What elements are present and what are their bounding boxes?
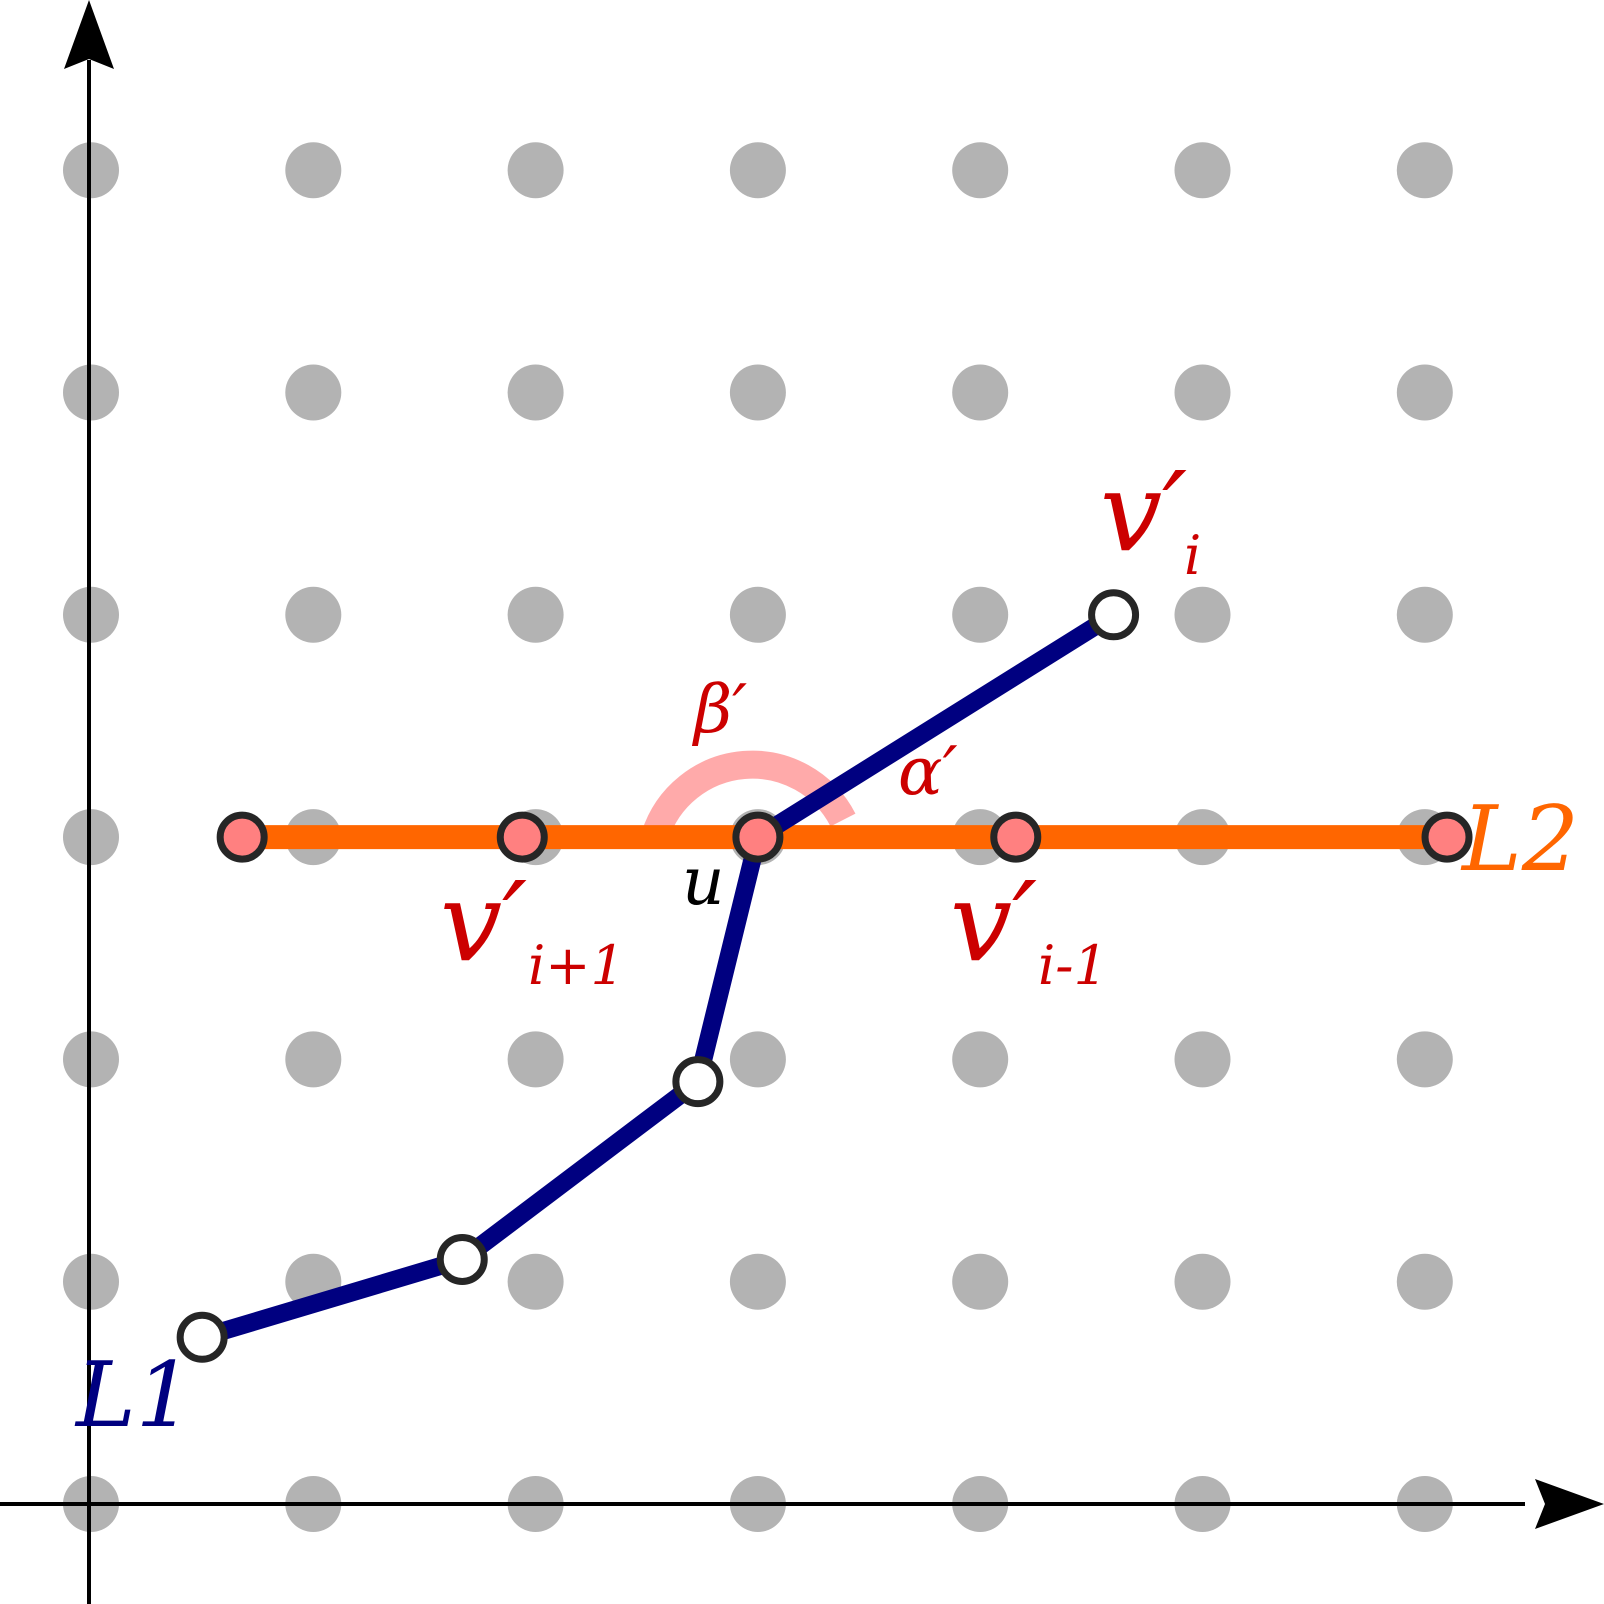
lattice-point (1396, 1253, 1453, 1310)
l2-vertex (732, 811, 784, 863)
lattice-point (1174, 364, 1231, 421)
label-u: u (682, 843, 725, 920)
polyline-vertices (176, 589, 1473, 1363)
l1-vertex (1088, 589, 1140, 641)
lattice-point (1396, 364, 1453, 421)
lattice-point (952, 586, 1009, 643)
lattice-point (729, 364, 786, 421)
label-beta: β′ (691, 671, 747, 748)
label-l1: L1 (74, 1343, 193, 1448)
lattice-point (507, 364, 564, 421)
lattice-point (952, 1031, 1009, 1088)
l2-vertex (216, 811, 268, 863)
label-v-i-minus-1: v′ i-1 (950, 858, 1108, 997)
lattice-point (507, 1031, 564, 1088)
lattice-point (952, 142, 1009, 199)
y-axis-arrow-icon (64, 0, 114, 69)
lattice-point (1174, 1253, 1231, 1310)
lattice-point (729, 142, 786, 199)
l1-vertex (436, 1233, 488, 1285)
label-v-i-minus-1-subscript: i-1 (1038, 934, 1108, 997)
label-l2: L2 (1460, 787, 1579, 892)
lattice-point (1396, 142, 1453, 199)
lattice-point (507, 1253, 564, 1310)
lattice-point (729, 586, 786, 643)
l2-vertex (990, 811, 1042, 863)
lattice-point (285, 142, 342, 199)
lattice-point (507, 142, 564, 199)
lattice-point (285, 364, 342, 421)
lattice-point (729, 1031, 786, 1088)
lattice-point (1396, 586, 1453, 643)
lattice-point (1174, 1031, 1231, 1088)
label-v-i-plus-1-main: v′ (440, 858, 527, 986)
label-v-i-minus-1-main: v′ (950, 858, 1037, 986)
l2-vertex (1421, 811, 1473, 863)
lattice-point (285, 1031, 342, 1088)
l1-vertex (176, 1311, 228, 1363)
l1-vertex (672, 1056, 724, 1108)
label-v-i-subscript: i (1184, 524, 1201, 587)
lattice-point (952, 364, 1009, 421)
label-alpha: α′ (898, 733, 958, 810)
label-v-i-plus-1-subscript: i+1 (528, 934, 625, 997)
l2-vertex (496, 811, 548, 863)
lattice-point (1174, 142, 1231, 199)
label-v-i-main: v′ (1100, 448, 1187, 576)
lattice-point (285, 586, 342, 643)
lattice-point (1174, 586, 1231, 643)
lattice-point (729, 1253, 786, 1310)
lattice-point (507, 586, 564, 643)
label-v-i-plus-1: v′ i+1 (440, 858, 625, 997)
lattice-point (1396, 1031, 1453, 1088)
labels: L1 L2 u α′ β′ v′ i v′ i+1 v′ i-1 (74, 448, 1579, 1448)
label-v-i: v′ i (1100, 448, 1201, 587)
lattice-point (952, 1253, 1009, 1310)
x-axis-arrow-icon (1535, 1479, 1604, 1529)
